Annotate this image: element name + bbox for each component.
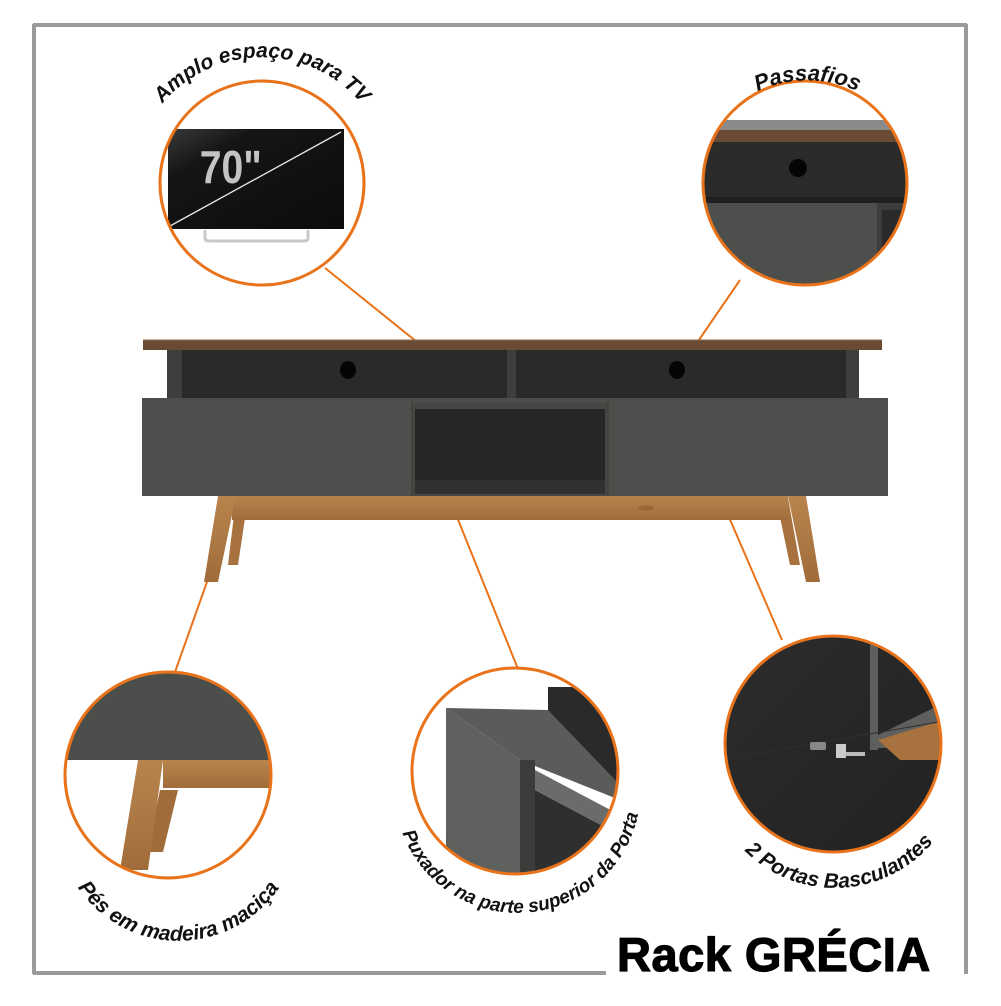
callout-tv-space: 70" Amplo espaço para TV: [148, 39, 376, 287]
leader-legs: [174, 564, 214, 673]
door-panel-detail: [446, 708, 520, 874]
callout-label-legs: Pés em madeira maciça: [74, 876, 284, 945]
tv-stand: [203, 230, 310, 243]
cable-hole-left: [340, 361, 356, 379]
callout-ring: [63, 670, 273, 880]
callout-flap-doors: 2 Portas Basculantes: [723, 634, 943, 893]
tv-size-label: 70": [200, 142, 262, 194]
tv-rack-product: [142, 339, 888, 582]
leg-front-right: [788, 496, 820, 582]
callout-ring: [723, 634, 943, 854]
walnut-top: [143, 340, 882, 350]
product-title: Rack GRÉCIA: [616, 927, 931, 981]
leg-front-left: [204, 496, 236, 582]
center-niche: [415, 409, 605, 494]
callout-ring: [410, 666, 620, 876]
leader-tv: [324, 267, 423, 347]
tv-diagonal: [169, 131, 342, 227]
leg-detail-back: [147, 790, 178, 852]
callout-door-handle: Puxador na parte superior da Porta: [398, 666, 643, 918]
callout-ring: [701, 79, 909, 287]
door-right-flap[interactable]: [608, 400, 888, 496]
frame-border: [32, 23, 968, 975]
hinge-icon: [810, 742, 865, 758]
leg-apron: [232, 496, 788, 520]
door-left-flap[interactable]: [142, 400, 412, 496]
callout-ring: [158, 79, 366, 287]
leader-lines: [174, 267, 783, 673]
callout-cable-holes: Passafios: [701, 60, 909, 287]
leg-detail-front: [120, 760, 163, 870]
cable-hole-right: [669, 361, 685, 379]
callout-solid-wood-legs: Pés em madeira maciça: [63, 670, 284, 946]
cable-hole-detail: [789, 159, 807, 177]
